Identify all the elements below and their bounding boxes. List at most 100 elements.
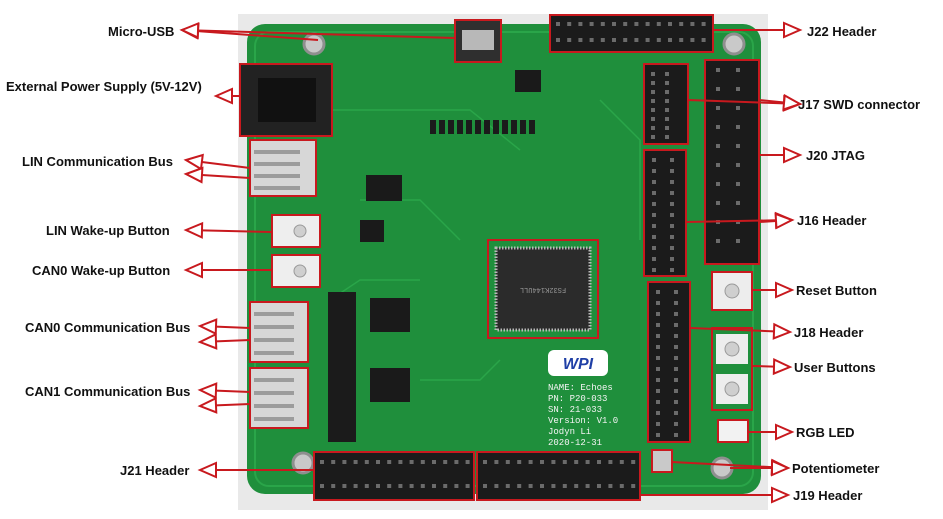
j18-pin bbox=[656, 433, 660, 437]
j21-pin bbox=[454, 484, 459, 488]
j21-pin bbox=[342, 460, 347, 464]
label-j16: J16 Header bbox=[797, 213, 867, 228]
j16-pin bbox=[670, 180, 674, 184]
arrow-micro-usb-right-head bbox=[179, 21, 200, 40]
j16-pin bbox=[652, 180, 656, 184]
j22-pin bbox=[567, 38, 572, 42]
j16-pin bbox=[670, 268, 674, 272]
arrow-potentiometer-2 bbox=[730, 459, 791, 477]
j21-header bbox=[313, 451, 475, 501]
wpi-logo bbox=[548, 350, 608, 376]
label-j18: J18 Header bbox=[794, 325, 864, 340]
j16-pin bbox=[670, 257, 674, 261]
lin-pin bbox=[254, 186, 300, 190]
lin-pin bbox=[254, 162, 300, 166]
rgb-led bbox=[717, 419, 749, 443]
j17-pin bbox=[665, 90, 669, 94]
j21-pin bbox=[342, 484, 347, 488]
can1-pin bbox=[254, 391, 294, 395]
arrow-can0-bus-2-head bbox=[197, 332, 218, 350]
j17-pin bbox=[651, 135, 655, 139]
j18-pin bbox=[656, 312, 660, 316]
j16-pin bbox=[670, 191, 674, 195]
j18-pin bbox=[674, 411, 678, 415]
j22-pin bbox=[690, 38, 695, 42]
arrow-can0-bus-1 bbox=[197, 318, 251, 336]
reset-button-cap bbox=[724, 283, 740, 299]
j22-pin bbox=[556, 38, 560, 42]
silk-author: Jodyn Li bbox=[548, 427, 591, 437]
ic-regulator bbox=[360, 220, 384, 242]
j22-pin bbox=[634, 22, 639, 26]
silk-version: Version: V1.0 bbox=[548, 416, 618, 426]
arrow-micro-usb-left-shaft bbox=[197, 30, 319, 41]
j18-pin bbox=[674, 378, 678, 382]
ic-lin-transceiver bbox=[366, 175, 402, 201]
label-can0-bus: CAN0 Communication Bus bbox=[25, 320, 191, 335]
j18-pin bbox=[674, 312, 678, 316]
jumper bbox=[484, 120, 490, 134]
j21-pin bbox=[409, 460, 414, 464]
j21-pin bbox=[331, 460, 336, 464]
j16-pin bbox=[652, 246, 656, 250]
j18-pin bbox=[674, 290, 678, 294]
j17-pin bbox=[651, 108, 655, 112]
mcu-chip bbox=[494, 246, 592, 332]
j17-pin bbox=[651, 81, 655, 85]
arrow-can1-bus-2-shaft bbox=[215, 403, 251, 407]
j19-pin bbox=[619, 460, 624, 464]
j16-pin bbox=[652, 213, 656, 217]
j18-pin bbox=[674, 301, 678, 305]
jumper bbox=[439, 120, 445, 134]
arrow-j17-2-shaft bbox=[758, 99, 785, 104]
j18-pin bbox=[674, 356, 678, 360]
label-lin-bus: LIN Communication Bus bbox=[22, 154, 173, 169]
jumper bbox=[529, 120, 535, 134]
arrow-can1-bus-1 bbox=[197, 382, 251, 400]
user-buttons-highlight bbox=[711, 327, 753, 411]
j17-pin bbox=[651, 72, 655, 76]
j22-pin bbox=[679, 38, 684, 42]
can0-pin bbox=[254, 312, 294, 316]
j17-pin bbox=[651, 99, 655, 103]
j16-pin bbox=[670, 246, 674, 250]
j22-pin bbox=[567, 22, 572, 26]
j21-pin bbox=[443, 484, 448, 488]
jumper bbox=[457, 120, 463, 134]
can0-pin bbox=[254, 325, 294, 329]
arrow-can0-wake-head bbox=[183, 261, 203, 279]
can1-pin bbox=[254, 378, 294, 382]
j20-pin bbox=[716, 125, 720, 129]
j16-pin bbox=[652, 235, 656, 239]
arrow-j16-2 bbox=[758, 212, 795, 230]
j22-pin bbox=[701, 38, 706, 42]
label-rgb-led: RGB LED bbox=[796, 425, 855, 440]
arrow-external-power-head bbox=[213, 87, 233, 105]
label-micro-usb: Micro-USB bbox=[108, 24, 175, 39]
arrow-lin-bus-1-head bbox=[183, 153, 204, 171]
j18-pin bbox=[656, 301, 660, 305]
j16-pin bbox=[652, 169, 656, 173]
j19-pin bbox=[597, 484, 601, 488]
arrow-micro-usb-right-shaft bbox=[197, 29, 456, 39]
can0-pin bbox=[254, 351, 294, 355]
j20-pin bbox=[736, 201, 740, 205]
j20-jtag-connector bbox=[704, 59, 760, 265]
j21-pin bbox=[376, 484, 380, 488]
ic-can0-transceiver bbox=[370, 298, 410, 332]
lin-pin bbox=[254, 150, 300, 154]
j19-pin bbox=[585, 484, 590, 488]
arrow-j18-head bbox=[772, 322, 793, 340]
label-user-buttons: User Buttons bbox=[794, 360, 876, 375]
j19-pin bbox=[517, 460, 522, 464]
j17-pin bbox=[665, 108, 669, 112]
jumper bbox=[493, 120, 499, 134]
j20-pin bbox=[716, 144, 720, 148]
j17-pin bbox=[665, 99, 669, 103]
j17-pin bbox=[665, 135, 669, 139]
arrow-j20-head bbox=[783, 146, 803, 164]
silk-date: 2020-12-31 bbox=[548, 438, 602, 448]
j19-pin bbox=[562, 460, 567, 464]
j16-pin bbox=[652, 158, 656, 162]
